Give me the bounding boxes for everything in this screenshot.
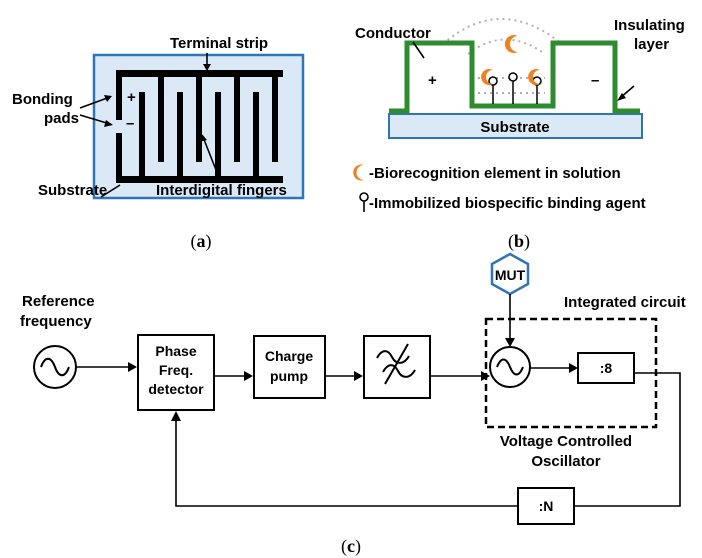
pad-minus: –: [126, 115, 134, 132]
insulating-label-2: layer: [634, 36, 669, 53]
cond-plus: +: [428, 72, 437, 89]
conductor-leader: [412, 41, 425, 59]
pad-plus: +: [127, 89, 136, 106]
finger-bottom: [215, 92, 221, 183]
left-bonding-pad-lower: [116, 133, 122, 183]
bonding-pads-label-2: pads: [44, 110, 79, 127]
fingers-arrowhead: [199, 133, 207, 142]
pad-arrow-plus: [79, 96, 111, 109]
mut-arrowhead: [505, 338, 515, 347]
finger-top: [196, 70, 202, 162]
legend-agent-icon: [359, 192, 369, 202]
agent-head: [488, 76, 498, 86]
pad-arrowhead-plus: [104, 95, 112, 102]
reference-label-1: Reference: [22, 293, 95, 310]
finger-bottom: [253, 92, 259, 183]
divider-8: [577, 352, 635, 384]
panel-b-cross-section: Substrate + – Conductor Insulating layer…: [353, 17, 685, 252]
finger-bottom: [177, 92, 183, 183]
signal-wires: [76, 362, 681, 507]
legend-bio-icon: [353, 164, 364, 181]
integrated-circuit-label: Integrated circuit: [564, 294, 686, 311]
fingers-arrow: [202, 136, 221, 181]
loop-filter: [363, 335, 431, 399]
binding-agents: [488, 72, 542, 104]
bonding-pads-label-1: Bonding: [12, 91, 73, 108]
charge-pump: [253, 335, 326, 399]
finger-top: [234, 70, 240, 162]
charge-pump-label-2: pump: [270, 368, 308, 384]
bio-element-icon: [481, 69, 493, 86]
reference-label-2: frequency: [20, 313, 92, 330]
caption-a: (a): [191, 231, 212, 252]
agent-head: [508, 72, 518, 82]
divider-8-label: :8: [600, 360, 613, 376]
bio-element-icon: [504, 35, 518, 53]
pad-arrowhead-minus: [104, 120, 113, 127]
caption-b: (b): [508, 231, 530, 252]
left-bonding-pad: [116, 70, 122, 120]
legend-agent-text: -Immobilized biospecific binding agent: [369, 195, 646, 212]
insulating-label-1: Insulating: [614, 17, 685, 34]
bottom-terminal-strip: [116, 176, 283, 183]
vco-label-1: Voltage Controlled: [500, 433, 632, 450]
pad-arrow-minus: [79, 114, 111, 125]
caption-c: (c): [341, 536, 361, 557]
finger-top: [158, 70, 164, 162]
panel-b-substrate: [388, 113, 643, 139]
pfd-label-1: Phase: [155, 343, 196, 359]
pfd-label-3: detector: [148, 381, 204, 397]
bio-element-icon: [528, 69, 540, 86]
legend-bio-text: -Biorecognition element in solution: [369, 165, 621, 182]
interdigital-fingers-label: Interdigital fingers: [156, 182, 287, 199]
filter-icon: [376, 343, 416, 385]
phase-frequency-detector: [137, 334, 215, 411]
panel-a-interdigital-electrode: + – Terminal strip Bonding pads Substrat…: [12, 35, 305, 252]
substrate-b-label: Substrate: [480, 119, 549, 136]
panel-c-pll-block-diagram: MUT Integrated circuit Reference frequen…: [20, 252, 686, 557]
insulating-arrowhead: [617, 93, 626, 101]
vco-label-2: Oscillator: [531, 453, 600, 470]
cond-minus: –: [591, 72, 599, 89]
terminal-strip-label: Terminal strip: [170, 35, 268, 52]
field-line-outer: [442, 18, 563, 45]
substrate-a-label: Substrate: [38, 182, 107, 199]
vco-sine-icon: [496, 358, 524, 376]
insulating-layer: [389, 40, 640, 114]
divider-n-label: :N: [539, 498, 554, 514]
finger-top: [272, 70, 278, 162]
substrate-a-leader: [100, 184, 121, 198]
conductor-label: Conductor: [355, 25, 431, 42]
reference-sine-icon: [40, 357, 70, 377]
terminal-strip-arrowhead: [203, 64, 211, 71]
finger-bottom: [139, 92, 145, 183]
mut-label: MUT: [495, 267, 526, 283]
divider-n: [517, 487, 575, 525]
charge-pump-label-1: Charge: [265, 348, 313, 364]
pfd-label-2: Freq.: [159, 362, 193, 378]
